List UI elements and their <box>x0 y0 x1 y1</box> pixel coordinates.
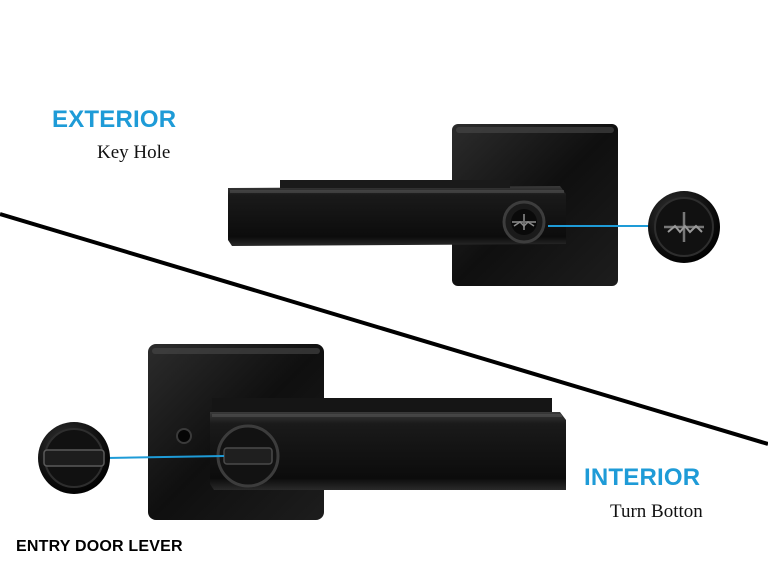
turn-button-detail <box>38 422 110 494</box>
product-title: ENTRY DOOR LEVER <box>16 538 183 555</box>
interior-callout-arrow <box>105 455 225 459</box>
diagonal-divider <box>0 212 768 446</box>
exterior-heading: EXTERIOR <box>52 106 177 133</box>
key-hole-detail <box>648 191 720 263</box>
interior-subheading: Turn Botton <box>610 501 703 522</box>
thumb-turn-icon <box>216 424 280 488</box>
key-cylinder-icon <box>502 200 546 244</box>
interior-heading: INTERIOR <box>584 464 701 491</box>
exterior-subheading: Key Hole <box>97 142 171 163</box>
exterior-lever <box>228 124 618 286</box>
interior-lever <box>148 344 566 520</box>
